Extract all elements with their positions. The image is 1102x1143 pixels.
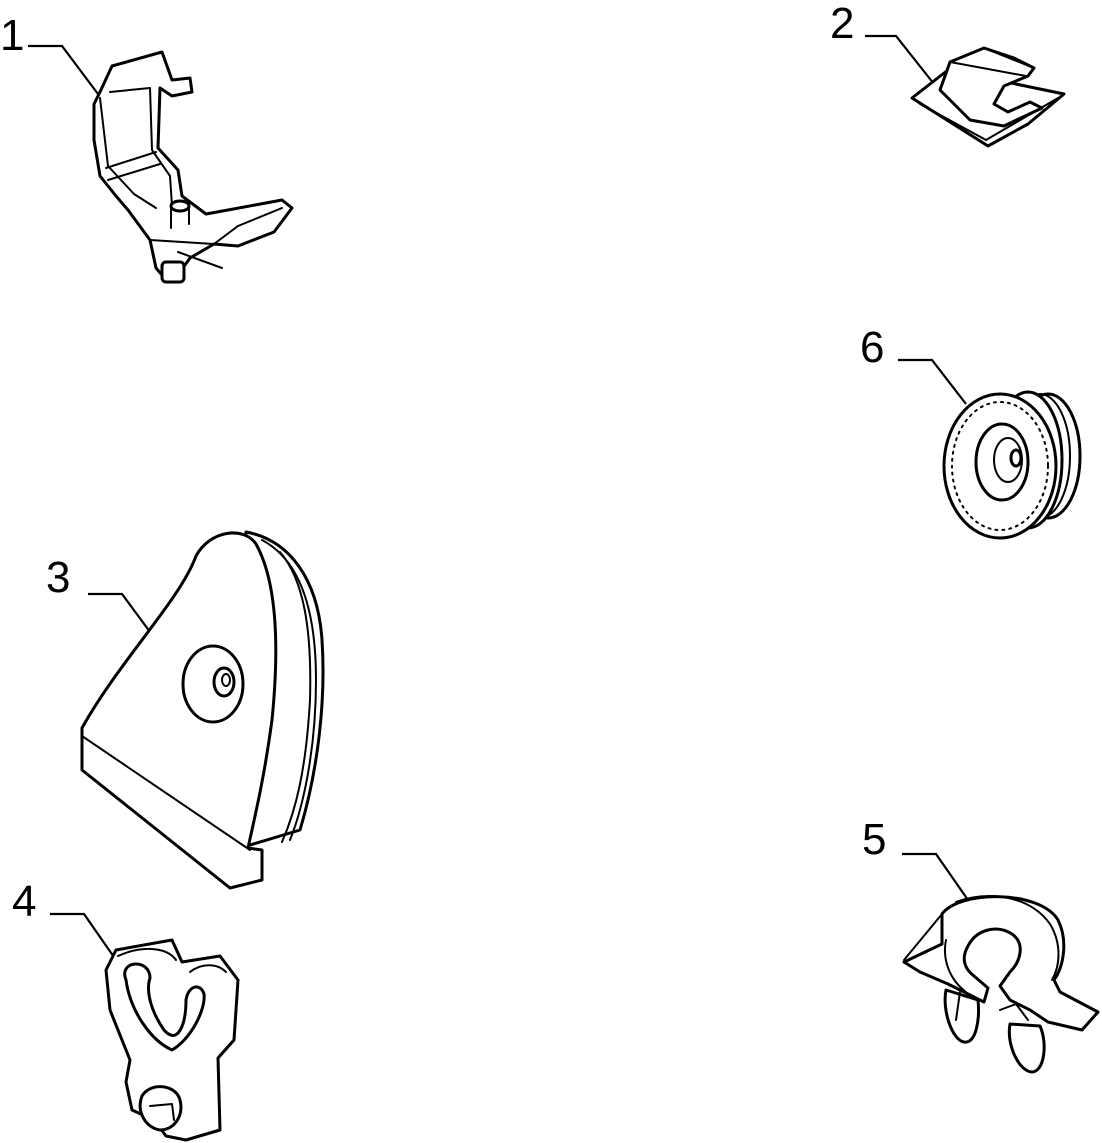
leader-line-4	[50, 912, 117, 961]
leader-line-3	[88, 592, 154, 637]
callout-number-5: 5	[862, 815, 887, 864]
leader-line-5	[902, 852, 969, 901]
callout-number-2: 2	[830, 0, 855, 48]
adhesive-cable-clip-icon	[910, 46, 1066, 148]
leader-line-6	[898, 358, 967, 405]
leader-line-1	[28, 44, 99, 95]
callout-number-4: 4	[12, 877, 37, 926]
callout-number-6: 6	[860, 323, 885, 372]
double-hose-clip-icon	[104, 938, 240, 1142]
round-grommet-icon	[942, 390, 1082, 540]
callout-number-3: 3	[46, 553, 71, 602]
callout-number-1: 1	[0, 11, 25, 60]
leader-line-2	[865, 34, 935, 85]
cable-grommet-icon	[80, 530, 325, 890]
bracket-clip-icon	[92, 50, 294, 284]
pipe-retaining-clip-icon	[902, 895, 1100, 1074]
leader-lines	[28, 34, 969, 961]
